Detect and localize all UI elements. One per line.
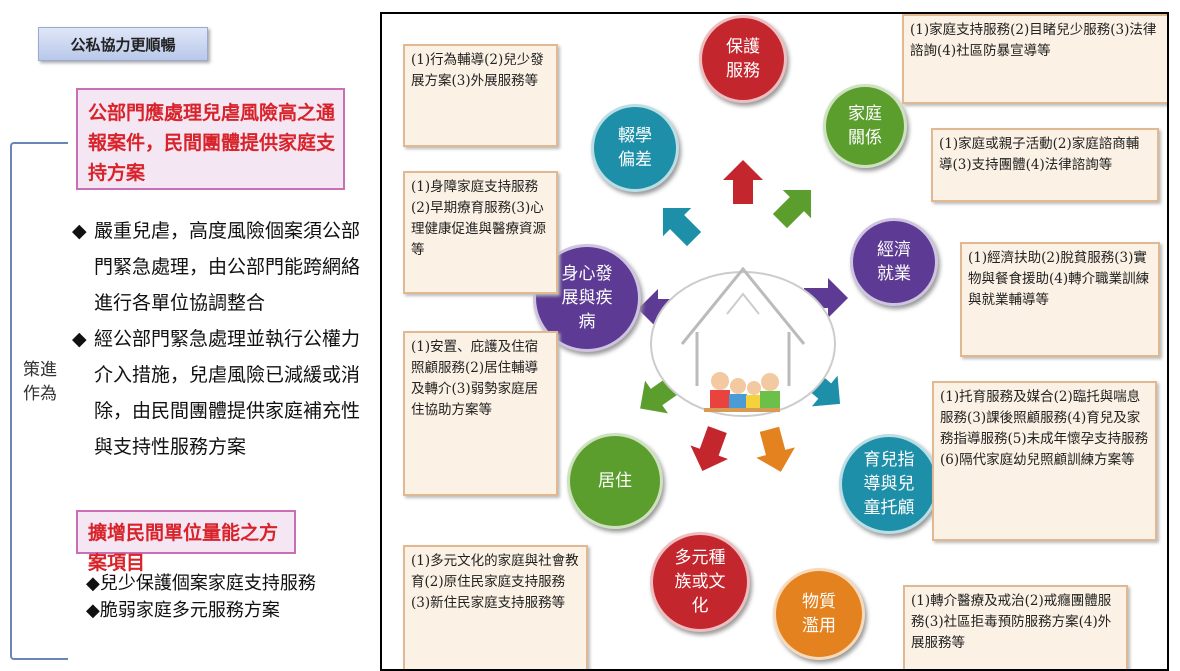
note-culture: (1)多元文化的家庭與社會教育(2)原住民家庭支持服務(3)新住民家庭支持服務等 (403, 545, 588, 669)
circle-housing: 居住 (567, 433, 663, 529)
circle-substance: 物質 濫用 (773, 568, 865, 660)
note-text: (1)轉介醫療及戒治(2)戒癮團體服務(3)社區拒毒預防服務方案(4)外展服務等 (911, 593, 1112, 651)
note-text: (1)家庭支持服務(2)目睹兒少服務(3)法律諮詢(4)社區防暴宣導等 (910, 22, 1157, 59)
project-item: ◆脆弱家庭多元服務方案 (86, 597, 346, 624)
bullet-icon: ◆ (86, 573, 100, 594)
service-diagram: 保護 服務家庭 關係經濟 就業育兒指 導與兒 童托顧物質 濫用 多元種 族或文 化… (380, 12, 1169, 671)
note-text: (1)托育服務及媒合(2)臨托與喘息服務(3)課後照顧服務(4)育兒及家務指導服… (940, 389, 1149, 468)
capacity-title: 擴增民間單位量能之方案項目 (88, 522, 279, 574)
note-text: (1)家庭或親子活動(2)家庭諮商輔導(3)支持團體(4)法律諮詢等 (939, 136, 1140, 173)
capacity-box: 擴增民間單位量能之方案項目 (76, 510, 296, 574)
strategy-item-text: 嚴重兒虐，高度風險個案須公部門緊急處理，由公部門能跨網絡進行各單位協調整合 (94, 220, 361, 314)
note-health: (1)身障家庭支持服務(2)早期療育服務(3)心理健康促進與醫療資源等 (403, 171, 558, 294)
project-list: ◆兒少保護個案家庭支持服務 ◆脆弱家庭多元服務方案 (86, 570, 346, 624)
note-text: (1)多元文化的家庭與社會教育(2)原住民家庭支持服務(3)新住民家庭支持服務等 (411, 553, 579, 611)
note-text: (1)安置、庇護及住宿照顧服務(2)居住輔導及轉介(3)弱勢家庭居住協助方案等 (411, 339, 539, 418)
strategy-item: ◆ 經公部門緊急處理並執行公權力介入措施，兒虐風險已減緩或消除，由民間團體提供家… (72, 321, 377, 465)
top-tag-label: 公私協力更順暢 (70, 35, 176, 54)
circle-label: 家庭 關係 (848, 104, 882, 148)
note-childcare: (1)托育服務及媒合(2)臨托與喘息服務(3)課後照顧服務(4)育兒及家務指導服… (932, 381, 1157, 541)
note-substance: (1)轉介醫療及戒治(2)戒癮團體服務(3)社區拒毒預防服務方案(4)外展服務等 (903, 585, 1128, 669)
note-family: (1)家庭或親子活動(2)家庭諮商輔導(3)支持團體(4)法律諮詢等 (931, 128, 1159, 202)
bullet-icon: ◆ (86, 600, 100, 621)
project-item: ◆兒少保護個案家庭支持服務 (86, 570, 346, 597)
circle-dropout: 輟學 偏差 (591, 104, 679, 192)
bracket-label: 策進作為 (23, 360, 57, 404)
note-text: (1)身障家庭支持服務(2)早期療育服務(3)心理健康促進與醫療資源等 (411, 179, 546, 258)
arrow-family (772, 189, 812, 229)
circle-label: 身心發 展與疾 病 (561, 264, 613, 332)
note-text: (1)行為輔導(2)兒少發展方案(3)外展服務等 (411, 52, 544, 89)
project-item-text: 兒少保護個案家庭支持服務 (99, 573, 316, 594)
family-house-icon (650, 266, 836, 417)
circle-label: 多元種 族或文 化 (674, 548, 726, 616)
public-sector-box: 公部門應處理兒虐風險高之通報案件，民間團體提供家庭支持方案 (76, 88, 345, 190)
arrow-dropout (662, 207, 702, 247)
arrow-protect (723, 160, 763, 204)
arrow-substance (756, 426, 795, 472)
note-economy: (1)經濟扶助(2)脫貧服務(3)實物與餐食援助(4)轉介職業訓練與就業輔導等 (960, 242, 1160, 357)
note-protect: (1)家庭支持服務(2)目睹兒少服務(3)法律諮詢(4)社區防暴宣導等 (902, 14, 1167, 104)
strategy-bracket (10, 142, 68, 660)
arrows-layer (638, 160, 848, 472)
circle-label: 物質 濫用 (802, 592, 836, 636)
strategy-list: ◆ 嚴重兒虐，高度風險個案須公部門緊急處理，由公部門能跨網絡進行各單位協調整合 … (72, 213, 377, 465)
circle-culture: 多元種 族或文 化 (650, 532, 750, 632)
public-sector-title: 公部門應處理兒虐風險高之通報案件，民間團體提供家庭支持方案 (88, 102, 336, 184)
strategy-item: ◆ 嚴重兒虐，高度風險個案須公部門緊急處理，由公部門能跨網絡進行各單位協調整合 (72, 213, 377, 321)
note-dropout: (1)行為輔導(2)兒少發展方案(3)外展服務等 (403, 44, 558, 147)
circle-label: 居住 (598, 471, 632, 491)
top-tag: 公私協力更順暢 (38, 27, 208, 61)
circle-health: 身心發 展與疾 病 (533, 244, 641, 352)
circle-protect: 保護 服務 (699, 15, 787, 103)
bullet-icon: ◆ (72, 220, 87, 242)
arrow-culture (690, 426, 729, 471)
project-item-text: 脆弱家庭多元服務方案 (99, 600, 280, 621)
bullet-icon: ◆ (72, 328, 87, 350)
circle-label: 育兒指 導與兒 童托顧 (863, 450, 915, 518)
circle-family: 家庭 關係 (823, 84, 907, 168)
circle-economy: 經濟 就業 (850, 218, 938, 306)
circle-label: 輟學 偏差 (618, 126, 652, 170)
circle-label: 經濟 就業 (877, 240, 911, 284)
circle-childcare: 育兒指 導與兒 童托顧 (839, 434, 939, 534)
note-text: (1)經濟扶助(2)脫貧服務(3)實物與餐食援助(4)轉介職業訓練與就業輔導等 (968, 250, 1150, 308)
strategy-item-text: 經公部門緊急處理並執行公權力介入措施，兒虐風險已減緩或消除，由民間團體提供家庭補… (94, 328, 361, 458)
note-housing: (1)安置、庇護及住宿照顧服務(2)居住輔導及轉介(3)弱勢家庭居住協助方案等 (403, 331, 558, 496)
circle-label: 保護 服務 (726, 37, 760, 81)
